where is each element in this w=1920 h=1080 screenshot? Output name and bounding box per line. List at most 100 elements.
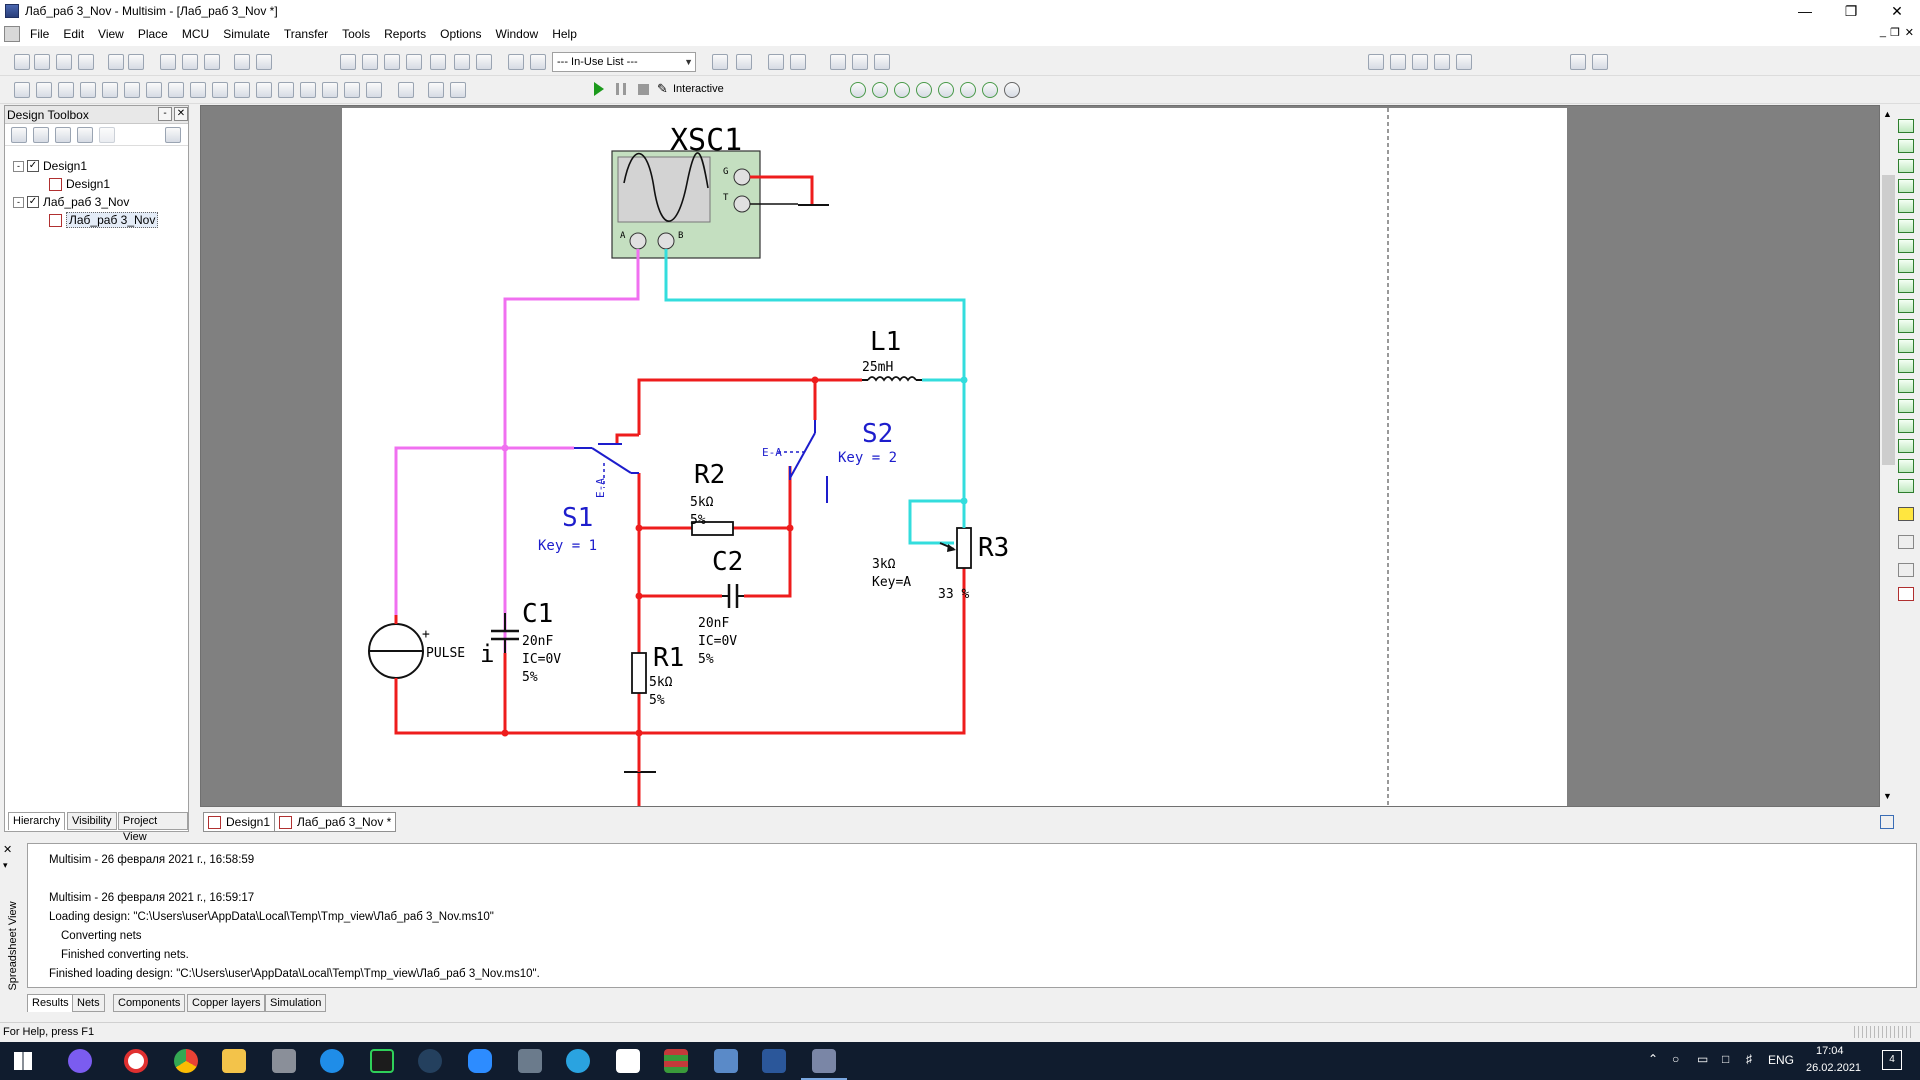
toggle-fullscreen-icon[interactable]	[340, 54, 356, 70]
labview-icon[interactable]	[1898, 479, 1914, 493]
menu-file[interactable]: File	[30, 27, 50, 41]
tree-item-lab[interactable]: - ✓ Лаб_раб 3_Nov	[13, 194, 129, 210]
place-cmos-icon[interactable]	[146, 82, 162, 98]
collapse-icon[interactable]: -	[13, 196, 24, 208]
redo-icon[interactable]	[256, 54, 272, 70]
pause-simulation-icon[interactable]	[616, 83, 626, 95]
winrar-icon[interactable]	[664, 1049, 688, 1073]
resistor-r2[interactable]: R2 5kΩ 5%	[690, 460, 734, 536]
tray-app-icon[interactable]: ○	[1672, 1052, 1680, 1066]
volume-icon[interactable]: ♯	[1746, 1052, 1752, 1066]
probe-digital-icon[interactable]	[960, 82, 976, 98]
doc-restore-button[interactable]: ❐	[1890, 27, 1900, 39]
telegram-icon[interactable]	[566, 1049, 590, 1073]
erc-icon[interactable]	[476, 54, 492, 70]
wattmeter-icon[interactable]	[1898, 159, 1914, 173]
backannotate-icon[interactable]	[508, 54, 524, 70]
place-advanced-icon[interactable]	[278, 82, 294, 98]
list-view-icon[interactable]	[1570, 54, 1586, 70]
copy-icon[interactable]	[182, 54, 198, 70]
probe-diff-icon[interactable]	[916, 82, 932, 98]
minimize-button[interactable]: —	[1798, 3, 1812, 19]
chevron-up-icon[interactable]: ⌃	[1648, 1052, 1659, 1066]
place-rf-icon[interactable]	[300, 82, 316, 98]
tab-project-view[interactable]: Project View	[118, 812, 188, 843]
oscilloscope-xsc1[interactable]: XSC1 G T A B	[611, 123, 761, 259]
zoom-app-icon[interactable]	[468, 1049, 492, 1073]
calculator-icon[interactable]	[272, 1049, 296, 1073]
restore-button[interactable]: ❐	[1844, 2, 1858, 19]
switch-s1[interactable]: E-A S1 Key = 1	[538, 443, 639, 554]
pin-icon[interactable]: ▾	[3, 860, 8, 870]
document-menu-icon[interactable]	[4, 26, 20, 42]
probe-pen-icon[interactable]	[1898, 587, 1914, 601]
capacitor-c2[interactable]: C2 20nF IC=0V 5%	[698, 547, 744, 667]
grapher-icon[interactable]	[430, 54, 446, 70]
menu-reports[interactable]: Reports	[384, 27, 427, 41]
zoom-full-icon[interactable]	[1456, 54, 1472, 70]
in-use-list-select[interactable]: --- In-Use List ---▼	[552, 52, 696, 72]
canvas-vertical-scrollbar[interactable]: ▲ ▼	[1880, 105, 1898, 807]
database-manager-icon[interactable]	[406, 54, 422, 70]
probe-settings-icon[interactable]	[1004, 82, 1020, 98]
spreadsheet-icon[interactable]	[362, 54, 378, 70]
place-analog-icon[interactable]	[102, 82, 118, 98]
agilent-generator-icon[interactable]	[1898, 399, 1914, 413]
zoom-fit-icon[interactable]	[1434, 54, 1450, 70]
word-icon[interactable]	[762, 1049, 786, 1073]
zoom-out-icon[interactable]	[1390, 54, 1406, 70]
file-explorer-icon[interactable]	[222, 1049, 246, 1073]
place-mixed-icon[interactable]	[190, 82, 206, 98]
virtual-instrument-icon[interactable]	[736, 54, 752, 70]
menu-help[interactable]: Help	[552, 27, 577, 41]
menu-place[interactable]: Place	[137, 27, 168, 41]
probe-current-icon[interactable]	[872, 82, 888, 98]
chrome-icon[interactable]	[174, 1049, 198, 1073]
probe-icon[interactable]	[712, 54, 728, 70]
scroll-thumb[interactable]	[1882, 175, 1895, 465]
probe-ref-icon[interactable]	[938, 82, 954, 98]
clock-date[interactable]: 26.02.2021	[1806, 1062, 1862, 1074]
word-generator-icon[interactable]	[1898, 259, 1914, 273]
tree-item-lab-sheet[interactable]: Лаб_раб 3_Nov	[49, 212, 159, 228]
undo-icon[interactable]	[234, 54, 250, 70]
menu-view[interactable]: View	[98, 27, 124, 41]
cortana-icon[interactable]	[68, 1049, 92, 1073]
find-icon[interactable]	[830, 54, 846, 70]
app-icon[interactable]	[518, 1049, 542, 1073]
teamviewer-icon[interactable]	[320, 1049, 344, 1073]
zoom-area-icon[interactable]	[1412, 54, 1428, 70]
place-electromech-icon[interactable]	[322, 82, 338, 98]
forward-annotate-icon[interactable]	[530, 54, 546, 70]
close-icon[interactable]: ✕	[3, 844, 13, 856]
interactive-pencil-icon[interactable]: ✎	[657, 81, 668, 96]
doc-minimize-button[interactable]: _	[1879, 26, 1886, 38]
clock-time[interactable]: 17:04	[1816, 1045, 1844, 1057]
multisim-taskbar-icon[interactable]	[801, 1049, 847, 1080]
paste-icon[interactable]	[204, 54, 220, 70]
tab-hierarchy[interactable]: Hierarchy	[8, 812, 66, 830]
new-design-icon[interactable]	[11, 127, 27, 143]
pin-icon[interactable]: -	[158, 107, 172, 121]
place-basic-icon[interactable]	[36, 82, 52, 98]
tektronix-scope-icon[interactable]	[1898, 459, 1914, 473]
app-icon[interactable]	[714, 1049, 738, 1073]
function-generator-icon[interactable]	[1898, 139, 1914, 153]
help-icon[interactable]	[874, 54, 890, 70]
place-misc-icon[interactable]	[256, 82, 272, 98]
tab-results[interactable]: Results	[27, 994, 74, 1012]
grid-view-icon[interactable]	[1592, 54, 1608, 70]
save-design-icon[interactable]	[55, 127, 71, 143]
switch-s2[interactable]: E-A S2 Key = 2	[762, 419, 897, 503]
multimeter-icon[interactable]	[1898, 119, 1914, 133]
tab-components[interactable]: Components	[113, 994, 186, 1012]
stop-simulation-icon[interactable]	[638, 84, 649, 95]
yandex-browser-icon[interactable]	[124, 1049, 148, 1073]
logic-converter-icon[interactable]	[1898, 279, 1914, 293]
close-icon[interactable]: ✕	[174, 107, 188, 121]
save-icon[interactable]	[78, 54, 94, 70]
logic-analyzer-icon[interactable]	[1898, 299, 1914, 313]
frequency-counter-icon[interactable]	[1898, 239, 1914, 253]
probe-ground-icon[interactable]	[982, 82, 998, 98]
menu-tools[interactable]: Tools	[342, 27, 371, 41]
